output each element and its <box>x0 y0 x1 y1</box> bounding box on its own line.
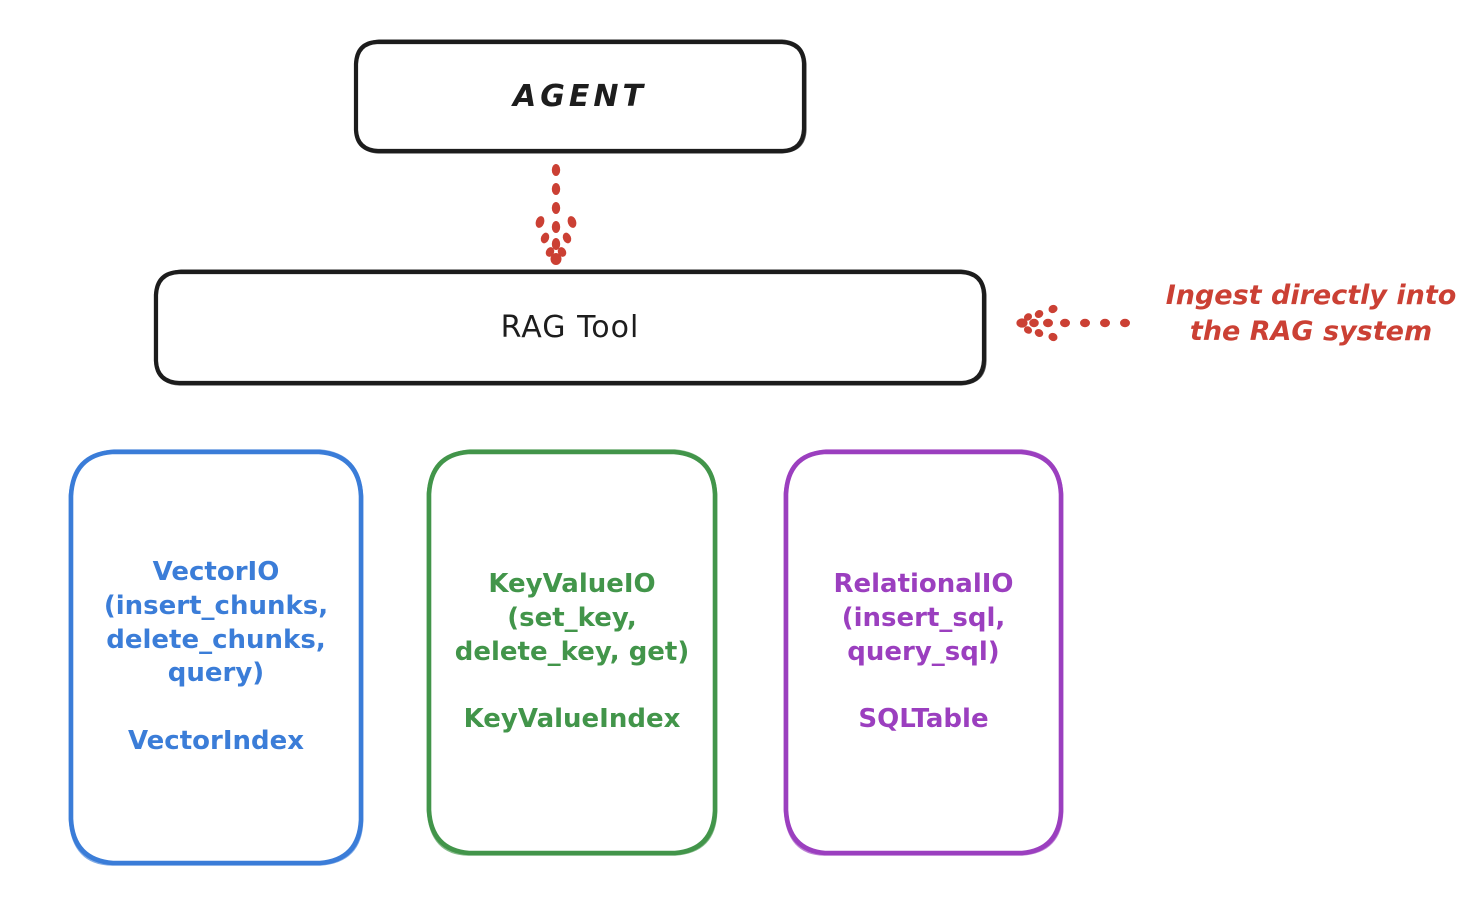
relational-index-label: SQLTable <box>858 704 989 735</box>
relational-io-title: RelationalIO (insert_sql, query_sql) <box>833 568 1014 667</box>
node-rag-tool[interactable]: RAG Tool <box>153 269 987 386</box>
agent-label: AGENT <box>513 79 647 114</box>
vector-index-label: VectorIndex <box>127 726 305 757</box>
vector-io-title: VectorIO (insert_chunks, delete_chunks, … <box>103 557 329 689</box>
agent-to-rag-connector <box>535 164 577 265</box>
node-agent[interactable]: AGENT <box>353 39 807 154</box>
keyvalue-io-title: KeyValueIO (set_key, delete_key, get) <box>454 568 690 667</box>
node-keyvalue-io[interactable]: KeyValueIO (set_key, delete_key, get) Ke… <box>426 449 718 856</box>
ingest-annotation-text: Ingest directly into the RAG system <box>1165 280 1457 347</box>
keyvalue-index-label: KeyValueIndex <box>463 704 681 735</box>
rag-tool-label: RAG Tool <box>500 310 640 345</box>
ingest-to-rag-connector <box>1016 304 1130 342</box>
node-vector-io[interactable]: VectorIO (insert_chunks, delete_chunks, … <box>68 449 364 866</box>
node-relational-io[interactable]: RelationalIO (insert_sql, query_sql) SQL… <box>783 449 1064 856</box>
